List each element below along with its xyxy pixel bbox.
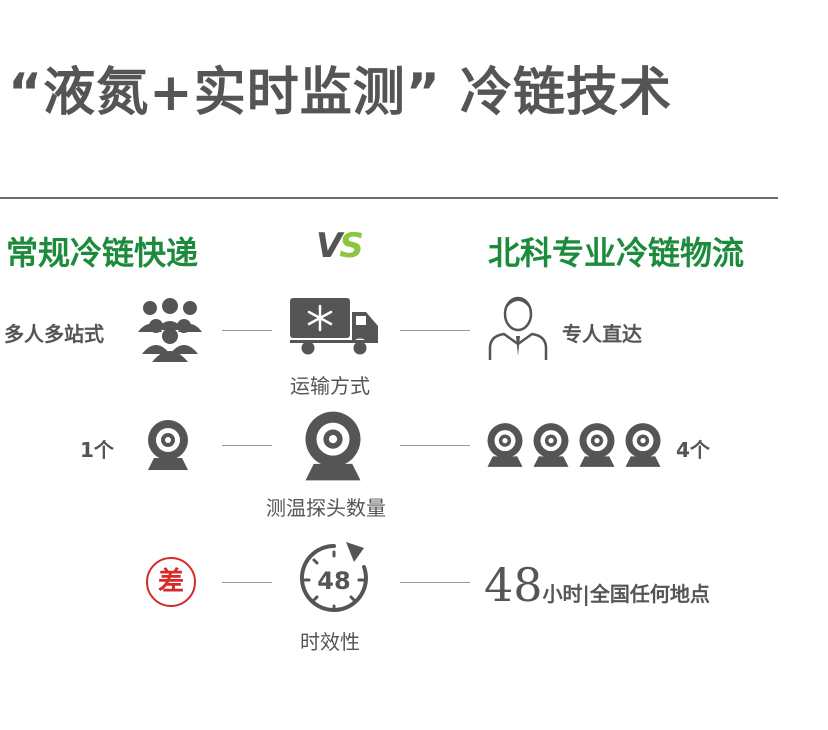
timeliness-value: 48小时|全国任何地点 [484,558,710,612]
stopwatch-icon: 48 [294,538,374,618]
connector-line [400,330,470,331]
left-heading: 常规冷链快递 [6,234,199,272]
refrigerated-truck-icon [288,296,380,360]
connector-line [222,330,272,331]
row2-right-label: 4个 [676,438,710,462]
webcam-icon [530,420,572,470]
connector-line [222,445,272,446]
courier-person-icon [486,294,550,362]
webcam-icon [300,408,366,484]
vs-v: V [316,226,342,266]
poor-badge: 差 [146,557,196,607]
hours-number: 48 [484,558,543,612]
row3-caption: 时效性 [300,630,360,654]
row2-left-label: 1个 [80,438,114,462]
webcam-icon [484,420,526,470]
connector-line [400,582,470,583]
connector-line [222,582,272,583]
divider [0,197,778,199]
hours-suffix: 小时|全国任何地点 [542,582,710,606]
row1-right-label: 专人直达 [562,322,642,346]
right-heading: 北科专业冷链物流 [488,234,745,272]
webcam-icon [144,418,192,472]
page-title: “液氮+实时监测” 冷链技术 [8,63,673,123]
connector-line [400,445,470,446]
vs-s: S [339,226,363,266]
row1-left-label: 多人多站式 [4,322,104,346]
row1-caption: 运输方式 [290,374,370,398]
webcam-icon [576,420,618,470]
vs-mark: VS [316,226,364,266]
group-people-icon [134,298,206,362]
row2-caption: 测温探头数量 [266,496,386,520]
webcam-icon [622,420,664,470]
clock-label: 48 [317,567,350,595]
